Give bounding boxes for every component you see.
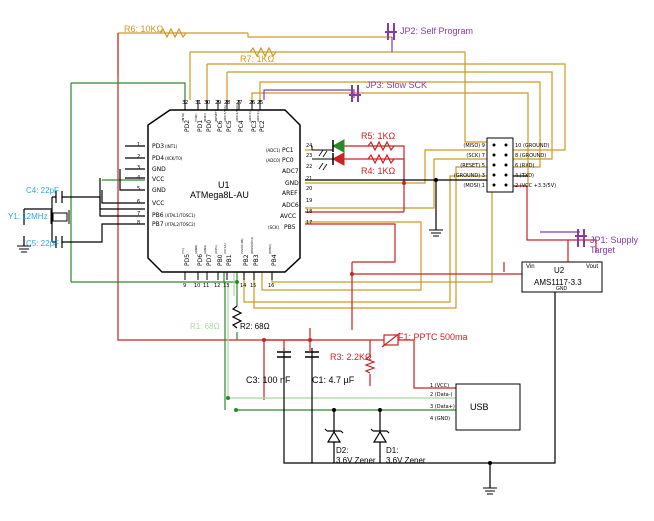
- r7-label: R7: 1KΩ: [240, 54, 275, 64]
- u1-right-pin-alt: (ADC0): [266, 158, 281, 163]
- r6-label: R6: 10KΩ: [124, 24, 164, 34]
- u1-left-pin: 1: [137, 142, 141, 148]
- r2-label: R2: 68Ω: [240, 322, 270, 331]
- u1-left-pin: 7: [137, 211, 141, 217]
- capacitor-c1: [305, 340, 319, 358]
- u1-right-pin: 24: [306, 143, 313, 149]
- u1-right-pin-name: PB5: [284, 224, 296, 231]
- u1-left-pin-alt: (XCK/T0): [165, 156, 183, 161]
- u1-right-pin-name: PC1: [282, 147, 294, 154]
- f1-label: F1: PPTC 500ma: [398, 332, 468, 342]
- u1-part: ATMega8L-AU: [190, 190, 249, 200]
- u1-left-pin: 5: [137, 186, 141, 192]
- u1-top-pin-stubs: [184, 100, 273, 280]
- r1-label: R1: 68Ω: [190, 322, 220, 331]
- crystal-y1: [50, 210, 70, 224]
- r5-label: R5: 1KΩ: [361, 131, 396, 141]
- u1-left-pin-alt: (XTAL2/TOSC2): [165, 222, 196, 227]
- u1-left-pin-alt: (INT1): [165, 144, 178, 149]
- ground-symbol: [17, 229, 497, 495]
- r3-label: R3: 2.2KΩ: [330, 352, 372, 362]
- u1-left-pin-name: VCC: [152, 200, 165, 207]
- y1-label: Y1: 12MHz: [8, 212, 48, 221]
- u1-right-pin-name: AREF: [282, 190, 298, 197]
- capacitor-c5: [52, 236, 66, 248]
- u1-left-pin: 8: [137, 220, 141, 226]
- r4-resistor: [367, 153, 395, 165]
- u1-right-pin: 17: [306, 220, 313, 226]
- u2-vout: Vout: [586, 264, 599, 270]
- orange-wires: [117, 32, 566, 309]
- green-wires: [70, 82, 456, 411]
- led-red: [312, 152, 345, 171]
- jp1-label: JP1: Supply Target: [590, 235, 639, 255]
- r5-resistor: [367, 140, 395, 152]
- u2-ref: U2: [554, 266, 565, 275]
- usb-connector: [455, 383, 521, 431]
- r4-label: R4: 1KΩ: [361, 166, 396, 176]
- u1-right-pin: 22: [306, 164, 313, 170]
- fuse-f1: [381, 332, 401, 348]
- jp2-label: JP2: Self Program: [400, 26, 474, 36]
- c1-label: C1: 4.7 µF: [312, 375, 355, 385]
- u1-right-pin-name: ADC7: [282, 168, 299, 175]
- u1-left-pin: 3: [137, 165, 141, 171]
- r7-resistor: [249, 46, 277, 58]
- r3-resistor: [364, 355, 376, 374]
- c5-label: C5: 22pF: [26, 239, 59, 248]
- u1-right-pin: 19: [306, 198, 313, 204]
- led-green: [311, 139, 345, 158]
- u1-left-pin-alt: (XTAL1/TOSC1): [165, 213, 196, 218]
- capacitor-c4: [52, 191, 66, 203]
- d2-value: 3.6V Zener: [336, 456, 376, 465]
- capacitor-c3: [277, 340, 291, 358]
- d2-ref: D2:: [336, 446, 349, 455]
- u1-left-pin: 6: [137, 199, 141, 205]
- c3-label: C3: 100 nF: [246, 375, 291, 385]
- u1-left-pin: 4: [137, 175, 141, 181]
- u1-right-pin-name: AVCC: [280, 213, 297, 220]
- r6-resistor: [159, 27, 187, 39]
- junction-dots: [226, 178, 492, 465]
- u1-right-pin-alt: (ADC1): [266, 148, 281, 153]
- jp3-jumper: [349, 85, 361, 102]
- jp1-jumper: [575, 229, 587, 247]
- u1-left-pin-name: GND: [152, 187, 166, 194]
- d1-ref: D1:: [386, 446, 399, 455]
- u2-vin: Vin: [526, 264, 535, 270]
- u1-ref: U1: [218, 180, 230, 190]
- u1-left-pin-name: PB7: [152, 221, 164, 228]
- u1-right-pin-name: ADC6: [282, 202, 299, 209]
- u2-regulator: [521, 261, 603, 293]
- u1-left-pin-name: PB6: [152, 212, 164, 219]
- u1-left-pin: 2: [137, 154, 141, 160]
- u1-right-pin: 20: [306, 186, 313, 192]
- u1-right-pin-name: GND: [285, 180, 299, 187]
- isp-header-pins: [492, 143, 508, 187]
- u1-right-pin: 21: [306, 176, 313, 182]
- zener-d2: [324, 428, 344, 443]
- c4-label: C4: 22pF: [26, 186, 59, 195]
- u1-right-pin-alt: (SCK): [268, 225, 280, 230]
- d1-value: 3.6V Zener: [386, 456, 426, 465]
- u1-left-pin-name: PD4: [152, 155, 165, 162]
- u1-right-pin: 18: [306, 209, 313, 215]
- u2-part: AMS1117-3.3: [534, 278, 582, 287]
- zener-d1: [370, 428, 390, 443]
- isp-header: [486, 137, 514, 193]
- red-wires: [117, 33, 601, 400]
- jp2-jumper: [385, 23, 397, 40]
- u1-right-pin-name: PC0: [282, 157, 294, 164]
- jp3-label: JP3: Slow SCK: [366, 80, 428, 90]
- usb-label: USB: [470, 402, 489, 412]
- u1-left-pin-name: VCC: [152, 176, 165, 183]
- u2-gnd: GND: [556, 286, 568, 292]
- r2-resistor: [231, 305, 243, 329]
- u1-right-pin: 23: [306, 153, 313, 159]
- u1-chip-body: [147, 109, 301, 273]
- u1-left-pin-name: GND: [152, 166, 166, 173]
- u1-left-pin-name: PD3: [152, 143, 165, 150]
